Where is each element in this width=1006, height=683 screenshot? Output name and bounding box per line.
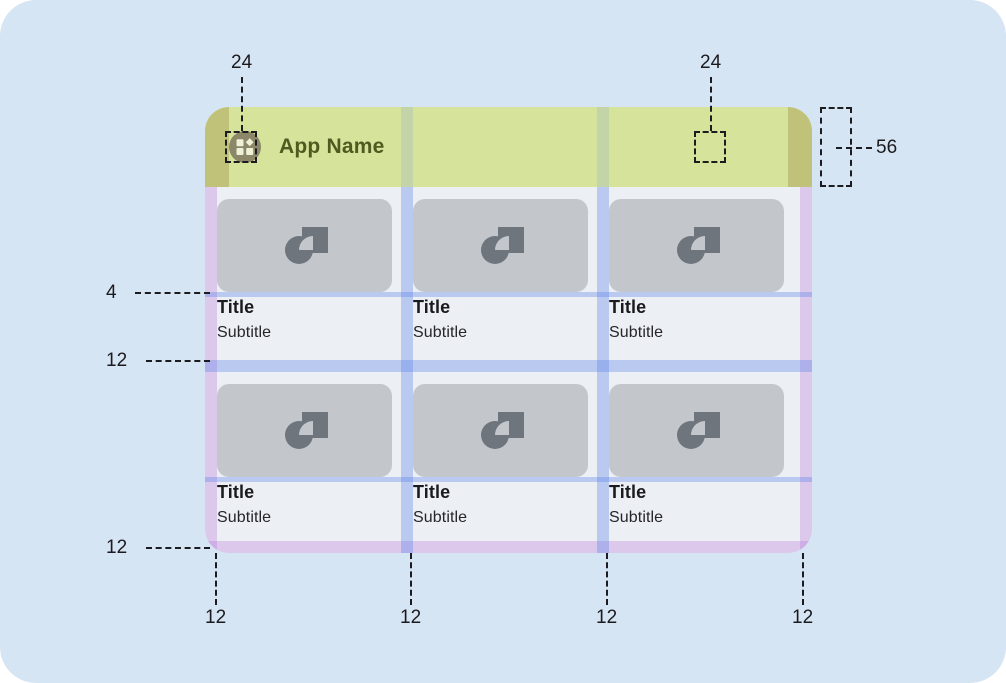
image-placeholder-icon: [480, 411, 524, 449]
image-placeholder-icon: [284, 226, 328, 264]
card-subtitle: Subtitle: [217, 509, 272, 526]
content-grid: Title Subtitle Title Subtitle: [205, 187, 812, 553]
annotation-box-search-icon: [694, 131, 726, 163]
annotation-label-leading-icon-size: 24: [231, 52, 253, 73]
image-placeholder-icon: [676, 411, 720, 449]
card-subtitle: Subtitle: [413, 509, 468, 526]
annotation-label-search-icon-size: 24: [700, 52, 722, 73]
card-item[interactable]: Title Subtitle: [217, 384, 392, 529]
annotation-label-bottom-padding: 12: [106, 537, 128, 558]
image-placeholder-icon: [676, 226, 720, 264]
annotation-leader-column-gap-2: [606, 553, 608, 605]
card-title: Title: [217, 297, 255, 317]
annotation-leader-image-title-gap: [135, 292, 210, 294]
annotation-label-column-gap-2: 12: [596, 607, 618, 628]
card-item[interactable]: Title Subtitle: [413, 199, 588, 344]
card-title: Title: [413, 297, 451, 317]
annotation-leader-column-gap-1: [410, 553, 412, 605]
annotation-label-row-gap: 12: [106, 350, 128, 371]
card-subtitle: Subtitle: [217, 324, 272, 341]
app-frame: App Name: [205, 107, 812, 553]
annotation-leader-left-padding: [215, 553, 217, 605]
card-subtitle: Subtitle: [609, 324, 664, 341]
annotation-leader-right-24: [710, 77, 712, 131]
card-image-placeholder: [217, 199, 392, 292]
card-title: Title: [413, 482, 451, 502]
annotation-leader-right-padding: [802, 553, 804, 605]
annotation-label-appbar-height: 56: [876, 137, 898, 158]
annotation-leader-row-gap: [146, 360, 210, 362]
card-image-placeholder: [413, 384, 588, 477]
annotation-leader-appbar-height: [836, 147, 872, 149]
card-title: Title: [217, 482, 255, 502]
card-image-placeholder: [609, 199, 784, 292]
annotation-label-image-title-gap: 4: [106, 282, 117, 303]
card-title: Title: [609, 297, 647, 317]
card-item[interactable]: Title Subtitle: [413, 384, 588, 529]
card-text-block: Title Subtitle: [217, 477, 392, 529]
card-item[interactable]: Title Subtitle: [217, 199, 392, 344]
card-item[interactable]: Title Subtitle: [609, 199, 784, 344]
card-text-block: Title Subtitle: [413, 292, 588, 344]
card-subtitle: Subtitle: [609, 509, 664, 526]
card-text-block: Title Subtitle: [609, 477, 784, 529]
card-image-placeholder: [217, 384, 392, 477]
image-placeholder-icon: [284, 411, 328, 449]
card-title: Title: [609, 482, 647, 502]
annotation-leader-bottom-padding: [146, 547, 210, 549]
annotation-label-column-gap-1: 12: [400, 607, 422, 628]
image-placeholder-icon: [480, 226, 524, 264]
annotation-label-right-padding: 12: [792, 607, 814, 628]
card-subtitle: Subtitle: [413, 324, 468, 341]
card-text-block: Title Subtitle: [217, 292, 392, 344]
annotation-box-leading-icon: [225, 131, 257, 163]
card-text-block: Title Subtitle: [609, 292, 784, 344]
annotation-label-left-padding: 12: [205, 607, 227, 628]
card-image-placeholder: [413, 199, 588, 292]
card-item[interactable]: Title Subtitle: [609, 384, 784, 529]
annotation-leader-left-24: [241, 77, 243, 131]
card-text-block: Title Subtitle: [413, 477, 588, 529]
card-image-placeholder: [609, 384, 784, 477]
app-bar-title: App Name: [279, 135, 385, 158]
